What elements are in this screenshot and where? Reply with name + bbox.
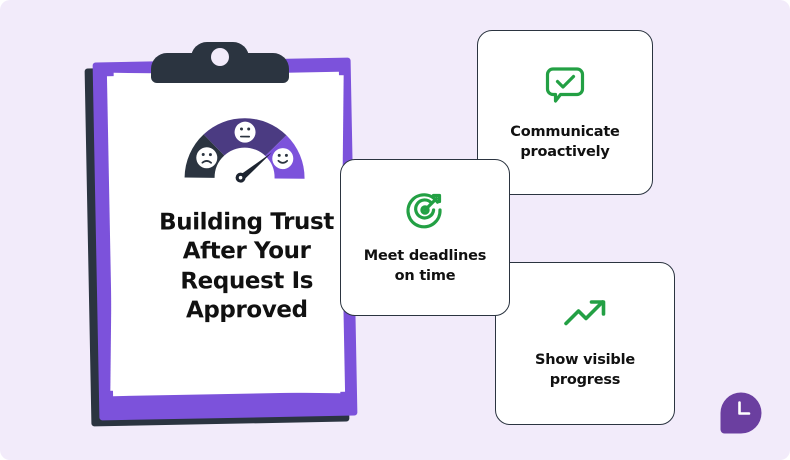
smiling-face-icon (272, 148, 294, 170)
card-label: Meet deadlines on time (363, 247, 487, 286)
clock-hands-icon (738, 401, 751, 415)
target-arrow-icon (403, 188, 447, 232)
title-line-4: Approved (185, 297, 308, 324)
clipboard-illustration: Building Trust After Your Request Is App… (84, 42, 358, 428)
gauge-needle-icon (235, 152, 272, 183)
title-line-1: Building Trust (159, 208, 334, 236)
trending-up-icon (561, 297, 609, 331)
card-label: Show visible progress (535, 351, 635, 390)
card-label-line-1: Meet deadlines (363, 248, 487, 265)
title-line-2: After Your (182, 238, 311, 265)
clipboard-clip-hole (211, 48, 229, 66)
clipboard-paper: Building Trust After Your Request Is App… (110, 72, 344, 394)
trust-gauge (179, 105, 312, 184)
title-line-3: Request Is (180, 267, 314, 295)
card-show-visible-progress[interactable]: Show visible progress (495, 262, 675, 425)
card-label: Communicate proactively (510, 123, 620, 162)
card-label-line-1: Communicate (510, 123, 620, 140)
card-label-line-2: on time (394, 268, 456, 284)
neutral-face-icon (234, 121, 256, 143)
card-meet-deadlines-on-time[interactable]: Meet deadlines on time (340, 159, 510, 316)
card-label-line-2: progress (549, 371, 621, 388)
clock-logo[interactable] (720, 392, 762, 434)
frowning-face-icon (196, 147, 218, 169)
page-title: Building Trust After Your Request Is App… (131, 208, 361, 327)
speech-bubble-check-icon (543, 63, 587, 107)
card-label-line-1: Show visible (535, 351, 635, 368)
card-label-line-2: proactively (520, 143, 610, 160)
